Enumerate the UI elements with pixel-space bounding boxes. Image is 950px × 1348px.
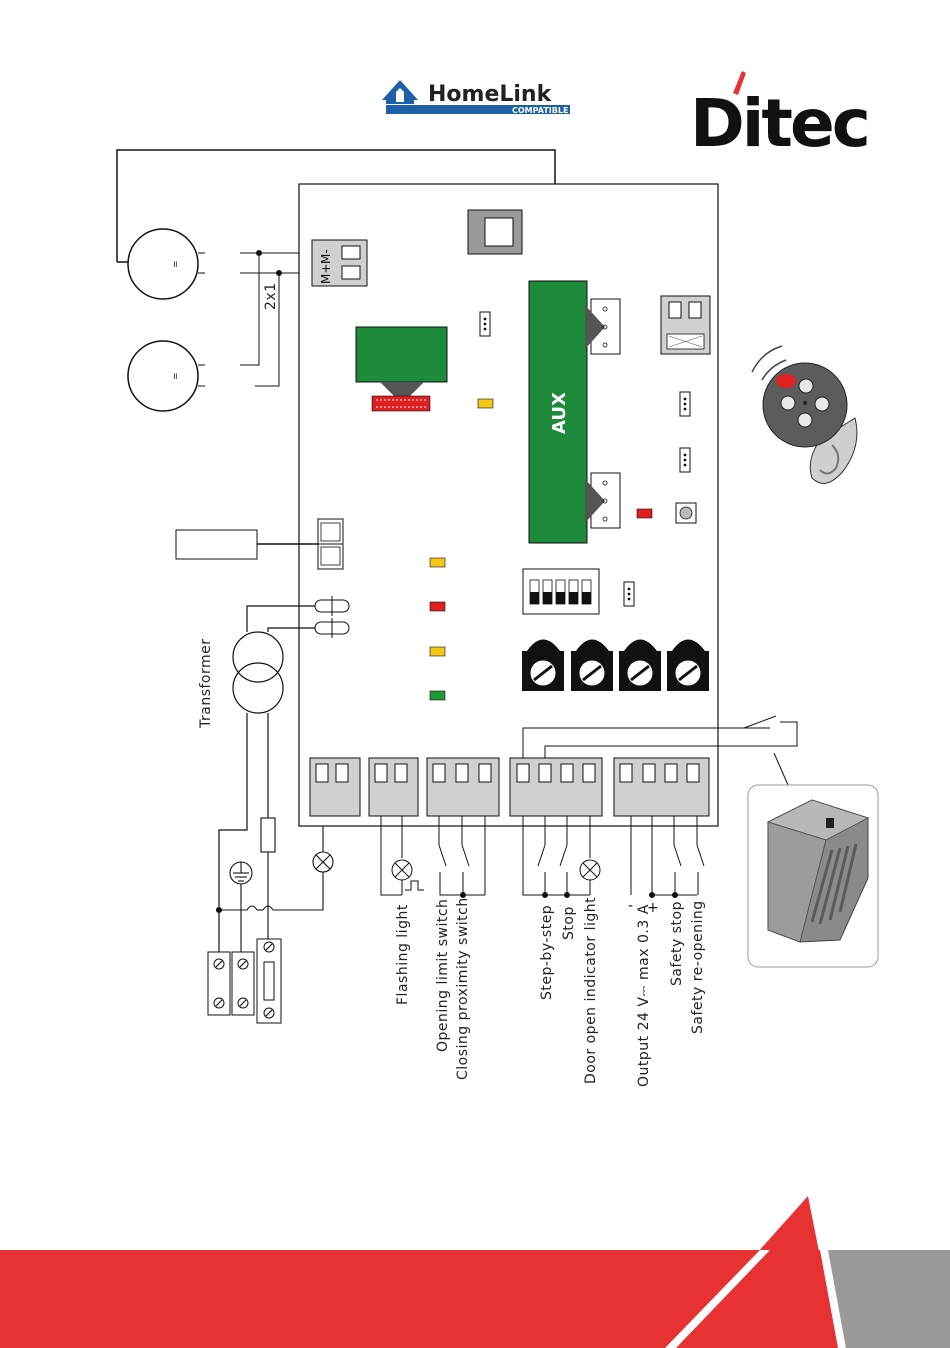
label-flashing-light: Flashing light [395,904,411,1005]
mains-terminals [208,939,281,1023]
homelink-sub: COMPATIBLE [512,106,568,115]
footer-gray [828,1250,950,1348]
svg-text:=: = [171,372,181,380]
external-module [748,785,878,967]
label-door-open-indicator-light: Door open indicator light [583,897,599,1084]
svg-text:=: = [171,260,181,268]
label-closing-proximity-switch: Closing proximity switch [455,897,471,1080]
homelink-logo: HomeLink COMPATIBLE [382,80,570,115]
motor-2: = [128,341,198,411]
bottom-terminals [310,758,709,816]
power-connector [318,519,343,569]
external-device-box [176,530,257,559]
motor-wires [198,251,314,387]
mains-wiring [217,818,334,952]
transformer-icon [233,632,283,682]
homelink-text: HomeLink [428,82,553,107]
motor-minus-label: M- [319,249,333,264]
remote-control [752,346,857,483]
terminal-labels: Flashing light Opening limit switch Clos… [395,897,706,1087]
dip-switch [523,569,599,614]
antenna-jack [468,210,522,254]
motor-terminal: M- M+ [312,240,367,286]
motor-1-icon [128,229,198,299]
ditec-logo: Ditec [690,71,868,162]
motor-2-icon [128,341,198,411]
footer-band [0,1196,950,1348]
aux-label: AUX [549,392,570,434]
motor-plus-label: M+ [319,264,333,284]
polarity-minus: - [628,898,633,914]
label-stop: Stop [561,906,577,940]
label-safety-stop: Safety stop [669,901,685,986]
label-opening-limit-switch: Opening limit switch [435,899,451,1052]
cable-label: 2x1 [263,282,279,310]
label-output-24v: Output 24 V⎓ max 0.3 A [636,904,652,1087]
learn-button [676,503,696,523]
label-step-by-step: Step-by-step [539,905,555,1000]
ditec-text: Ditec [690,85,868,162]
motor-1: = [128,229,198,299]
transformer-label: Transformer [198,638,214,729]
battery-connector [661,296,710,354]
label-safety-reopening: Safety re-opening [690,900,706,1034]
